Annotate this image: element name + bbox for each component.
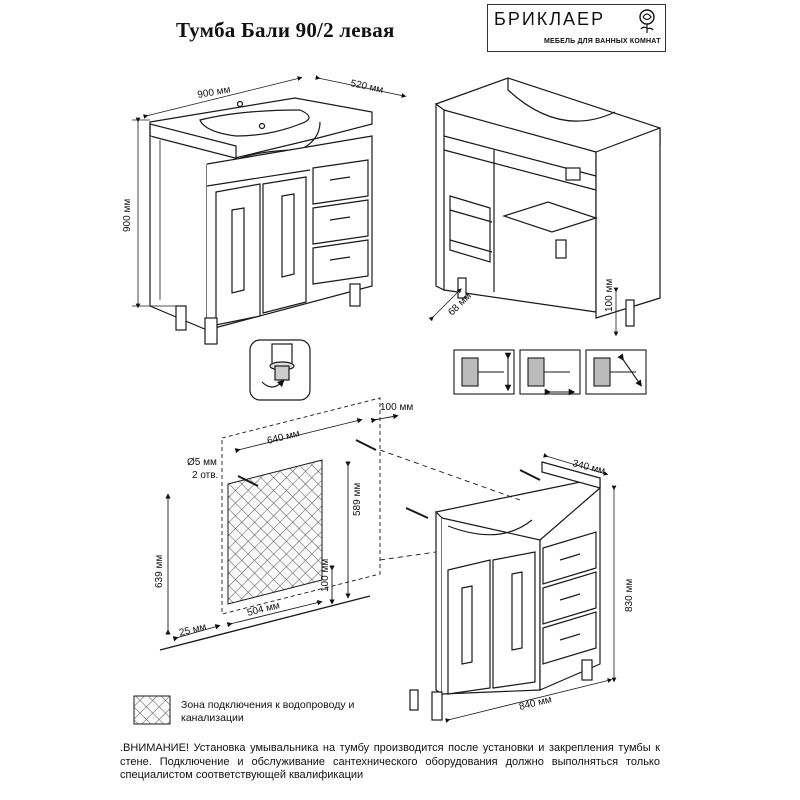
dim-wall-offset: 100 мм [380,402,413,413]
cabinet-mounted-view [405,461,601,721]
dim-cabinet-height: 830 мм [624,579,635,612]
cabinet-carcass-view [435,77,661,327]
dim-cabinet-width: 840 мм [518,694,553,713]
mounted-dimensions [445,453,617,723]
cabinet-front-view [149,97,373,345]
dim-top-width: 900 мм [197,84,232,101]
legend-label: Зона подключения к водопроводу и канализ… [181,699,355,724]
product-title: Тумба Бали 90/2 левая [176,18,395,42]
dim-top-depth: 520 мм [349,78,384,96]
hinge-adjust-icons [453,349,647,396]
warning-note: .ВНИМАНИЕ! Установка умывальника на тумб… [120,742,660,781]
dim-hole-height: 639 мм [154,555,165,588]
dim-total-height: 900 мм [122,199,133,232]
brand-logo: БРИКЛАЕР МЕБЕЛЬ ДЛЯ ВАННЫХ КОМНАТ [487,4,666,52]
dim-leg-height: 100 мм [604,279,615,312]
wall-connection-zone [159,397,521,651]
dim-zone-width: 640 мм [266,428,301,447]
dim-hole-spec-2: 2 отв. [192,470,218,481]
dim-zone-height: 589 мм [352,483,363,516]
dim-zone-bottom-offset: 100 мм [320,559,331,592]
brand-tagline: МЕБЕЛЬ ДЛЯ ВАННЫХ КОМНАТ [544,38,661,45]
carcass-dimensions [428,287,619,337]
adjustable-foot-detail [249,339,311,401]
legend-swatch [133,695,171,725]
rose-icon [639,9,655,33]
top-view-dimensions [132,75,407,309]
dim-zone-left-offset: 25 мм [178,622,208,639]
brand-name: БРИКЛАЕР [494,9,606,29]
dim-hole-spec-1: Ø5 мм [187,457,217,468]
